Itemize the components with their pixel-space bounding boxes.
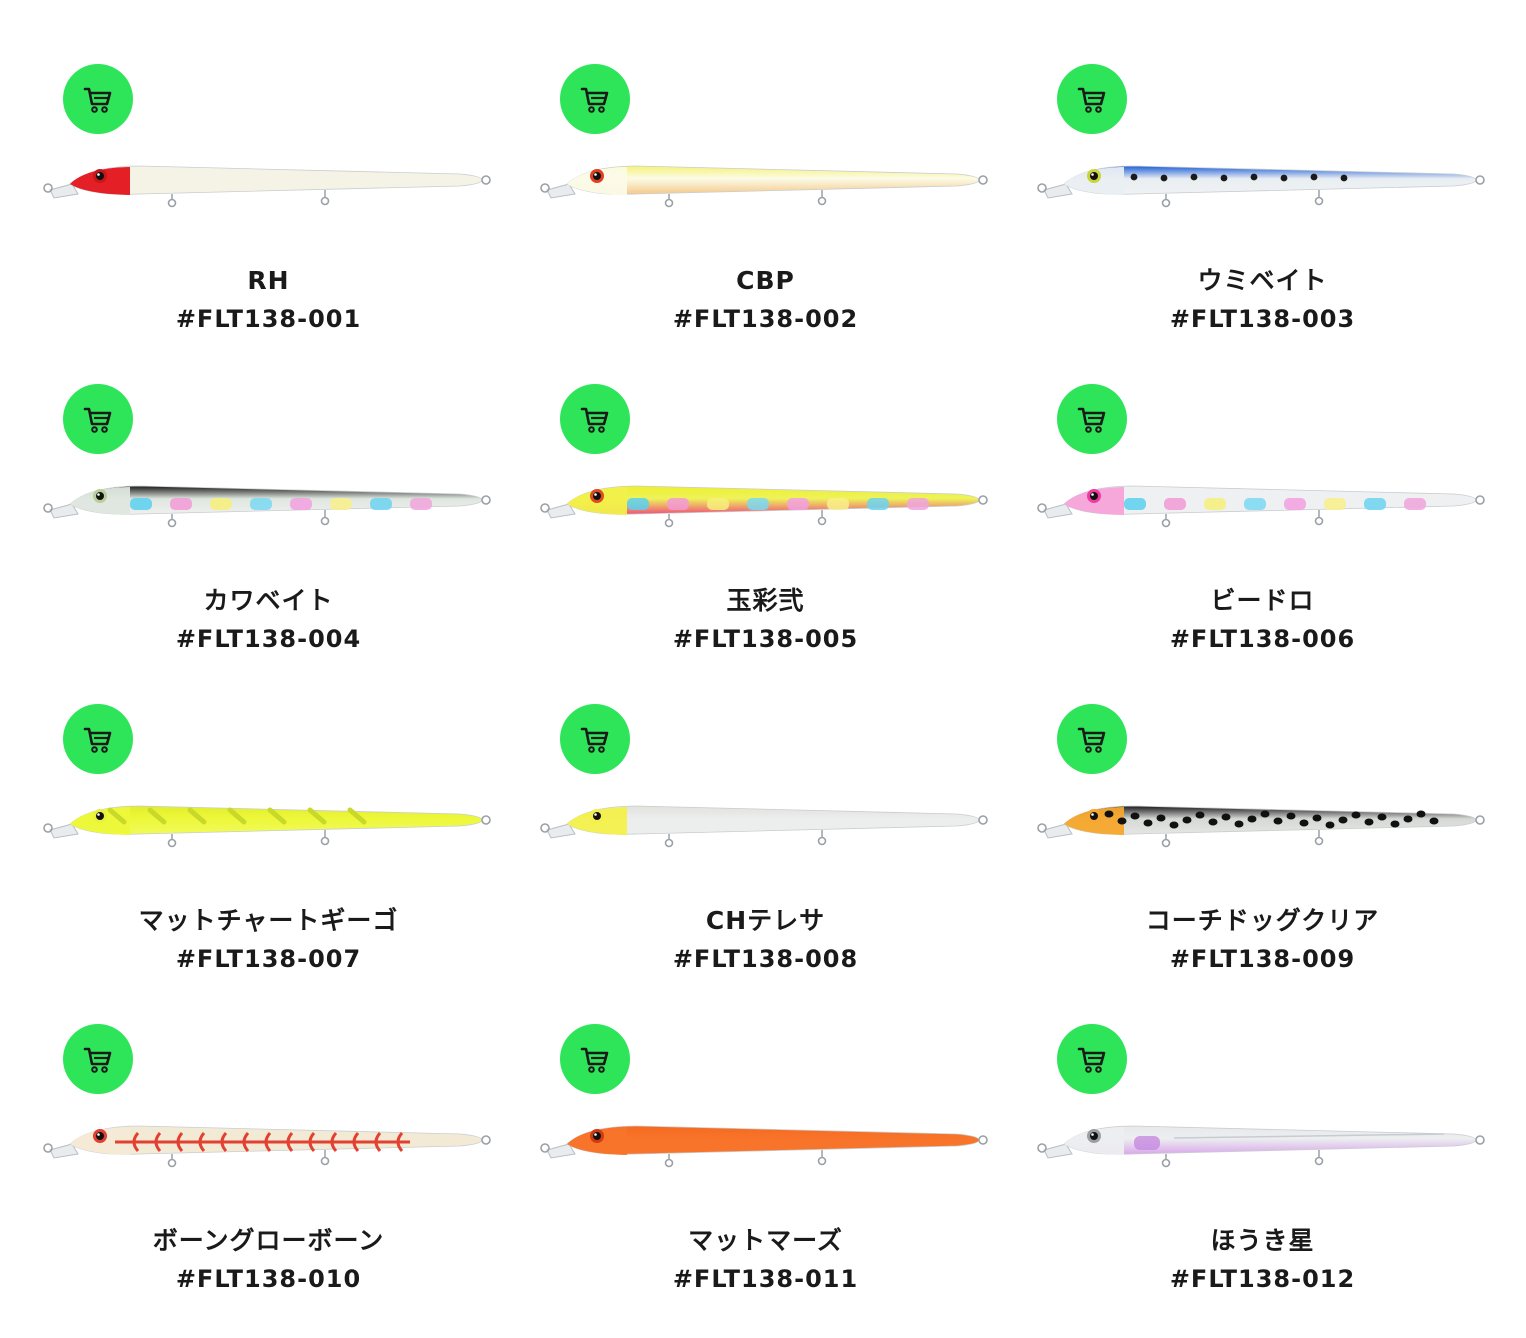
add-to-cart-button[interactable] [63, 704, 133, 774]
add-to-cart-button[interactable] [63, 384, 133, 454]
product-code: #FLT138-001 [175, 305, 362, 333]
product-label: RH #FLT138-001 [20, 262, 517, 338]
shopping-cart-icon [83, 87, 112, 113]
product-card[interactable]: CHテレサ #FLT138-008 [517, 640, 1014, 973]
product-image[interactable] [1014, 780, 1511, 860]
lure-image [540, 805, 988, 848]
product-label: ほうき星 #FLT138-012 [1014, 1222, 1511, 1298]
product-card[interactable]: マットチャートギーゴ #FLT138-007 [20, 640, 517, 973]
product-name: ほうき星 [1210, 1226, 1315, 1255]
product-name: ウミベイト [1197, 266, 1328, 295]
product-name: コーチドッグクリア [1145, 906, 1380, 935]
lure-image [540, 485, 988, 528]
product-name: 玉彩弐 [726, 586, 805, 615]
product-image[interactable] [20, 1100, 517, 1180]
product-image[interactable] [517, 460, 1014, 540]
shopping-cart-icon [580, 727, 609, 753]
product-image[interactable] [1014, 460, 1511, 540]
product-name: CBP [736, 266, 795, 295]
product-code: #FLT138-012 [1169, 1265, 1356, 1293]
add-to-cart-button[interactable] [1057, 384, 1127, 454]
product-code: #FLT138-010 [175, 1265, 362, 1293]
product-code: #FLT138-007 [175, 945, 362, 973]
product-label: カワベイト #FLT138-004 [20, 582, 517, 658]
product-image[interactable] [1014, 1100, 1511, 1180]
product-label: ウミベイト #FLT138-003 [1014, 262, 1511, 338]
product-card[interactable]: CBP #FLT138-002 [517, 0, 1014, 333]
shopping-cart-icon [1077, 87, 1106, 113]
shopping-cart-icon [83, 1047, 112, 1073]
product-label: コーチドッグクリア #FLT138-009 [1014, 902, 1511, 978]
product-card[interactable]: ウミベイト #FLT138-003 [1014, 0, 1511, 333]
product-card[interactable]: コーチドッグクリア #FLT138-009 [1014, 640, 1511, 973]
add-to-cart-button[interactable] [560, 704, 630, 774]
add-to-cart-button[interactable] [1057, 704, 1127, 774]
product-card[interactable]: ビードロ #FLT138-006 [1014, 320, 1511, 653]
add-to-cart-button[interactable] [560, 64, 630, 134]
product-card[interactable]: ボーングローボーン #FLT138-010 [20, 960, 517, 1293]
shopping-cart-icon [1077, 407, 1106, 433]
shopping-cart-icon [580, 1047, 609, 1073]
lure-image [540, 1125, 988, 1168]
product-image[interactable] [20, 780, 517, 860]
product-label: マットマーズ #FLT138-011 [517, 1222, 1014, 1298]
lure-image [1037, 1125, 1485, 1168]
lure-image [43, 485, 491, 528]
product-image[interactable] [20, 140, 517, 220]
product-card[interactable]: マットマーズ #FLT138-011 [517, 960, 1014, 1293]
lure-image [43, 165, 491, 208]
shopping-cart-icon [1077, 727, 1106, 753]
product-code: #FLT138-004 [175, 625, 362, 653]
lure-image [43, 805, 491, 848]
product-code: #FLT138-002 [672, 305, 859, 333]
product-label: ボーングローボーン #FLT138-010 [20, 1222, 517, 1298]
product-card[interactable]: ほうき星 #FLT138-012 [1014, 960, 1511, 1293]
add-to-cart-button[interactable] [560, 1024, 630, 1094]
product-name: カワベイト [203, 586, 334, 615]
product-label: 玉彩弐 #FLT138-005 [517, 582, 1014, 658]
product-code: #FLT138-003 [1169, 305, 1356, 333]
add-to-cart-button[interactable] [560, 384, 630, 454]
lure-image [1037, 165, 1485, 208]
product-image[interactable] [20, 460, 517, 540]
shopping-cart-icon [83, 407, 112, 433]
product-label: CHテレサ #FLT138-008 [517, 902, 1014, 978]
product-card[interactable]: RH #FLT138-001 [20, 0, 517, 333]
product-name: RH [247, 266, 290, 295]
shopping-cart-icon [580, 407, 609, 433]
product-code: #FLT138-006 [1169, 625, 1356, 653]
product-image[interactable] [517, 1100, 1014, 1180]
product-code: #FLT138-008 [672, 945, 859, 973]
lure-image [43, 1125, 491, 1168]
lure-image [1037, 485, 1485, 528]
product-name: マットマーズ [688, 1226, 843, 1255]
add-to-cart-button[interactable] [63, 64, 133, 134]
product-image[interactable] [1014, 140, 1511, 220]
product-name: CHテレサ [705, 906, 826, 935]
product-label: CBP #FLT138-002 [517, 262, 1014, 338]
product-code: #FLT138-011 [672, 1265, 859, 1293]
product-image[interactable] [517, 140, 1014, 220]
product-image[interactable] [517, 780, 1014, 860]
product-code: #FLT138-005 [672, 625, 859, 653]
lure-image [1037, 805, 1485, 848]
shopping-cart-icon [580, 87, 609, 113]
add-to-cart-button[interactable] [1057, 64, 1127, 134]
lure-image [540, 165, 988, 208]
product-name: ボーングローボーン [152, 1226, 385, 1255]
product-name: ビードロ [1210, 586, 1315, 615]
shopping-cart-icon [83, 727, 112, 753]
product-code: #FLT138-009 [1169, 945, 1356, 973]
product-card[interactable]: カワベイト #FLT138-004 [20, 320, 517, 653]
product-label: マットチャートギーゴ #FLT138-007 [20, 902, 517, 978]
product-card[interactable]: 玉彩弐 #FLT138-005 [517, 320, 1014, 653]
product-name: マットチャートギーゴ [138, 906, 399, 935]
product-label: ビードロ #FLT138-006 [1014, 582, 1511, 658]
shopping-cart-icon [1077, 1047, 1106, 1073]
add-to-cart-button[interactable] [63, 1024, 133, 1094]
add-to-cart-button[interactable] [1057, 1024, 1127, 1094]
